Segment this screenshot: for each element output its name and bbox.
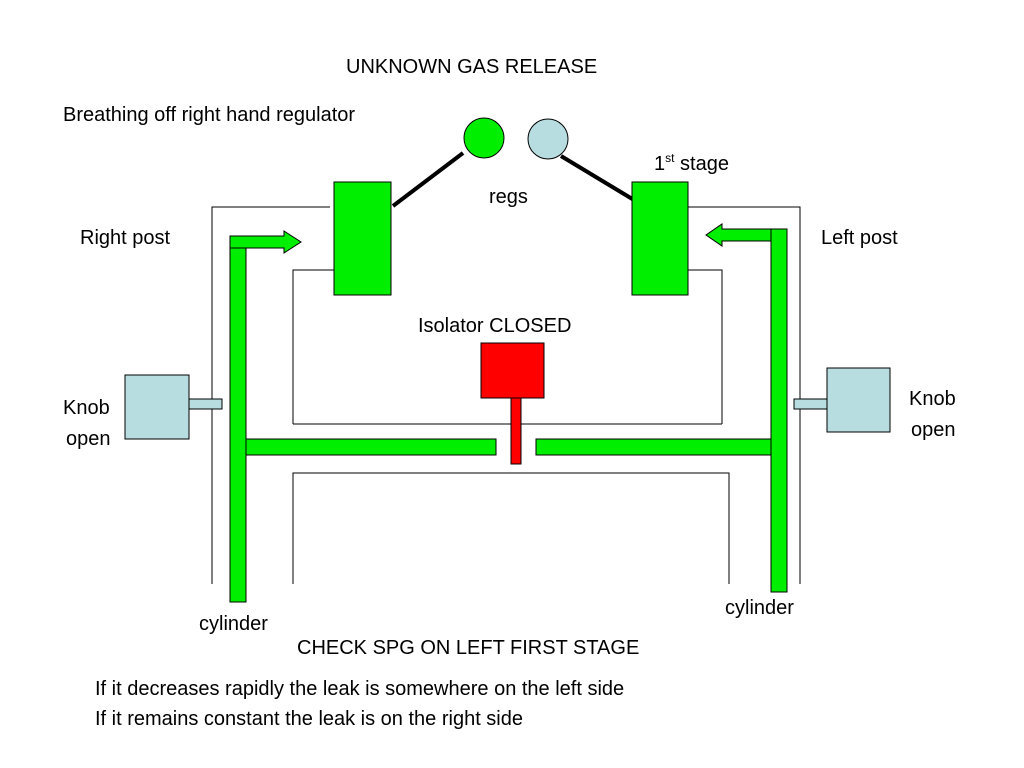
valve-outline bbox=[211, 206, 801, 584]
check-heading: CHECK SPG ON LEFT FIRST STAGE bbox=[297, 637, 640, 659]
regs-label: regs bbox=[489, 186, 528, 208]
first-stage-num: 1 bbox=[654, 153, 666, 175]
right-knob-spindle bbox=[188, 398, 223, 410]
right-post-outline-outer bbox=[211, 206, 330, 584]
right-manifold-bar bbox=[245, 438, 497, 456]
first-stage-word: stage bbox=[680, 153, 729, 175]
note-constant: If it remains constant the leak is on th… bbox=[95, 708, 523, 730]
gas-paths bbox=[229, 223, 788, 603]
left-knob-label-line2: open bbox=[911, 419, 956, 441]
subtitle: Breathing off right hand regulator bbox=[63, 104, 356, 126]
right-knob-label-line1: Knob bbox=[63, 397, 110, 419]
left-knob-label-line1: Knob bbox=[909, 388, 956, 410]
right-first-stage bbox=[333, 181, 392, 296]
first-stage-sup: st bbox=[665, 151, 675, 165]
right-regulator-in-use bbox=[463, 117, 505, 159]
note-decrease: If it decreases rapidly the leak is some… bbox=[95, 678, 625, 700]
left-post-outline-inner bbox=[688, 269, 723, 424]
first-stage-label: 1st stage bbox=[654, 152, 729, 176]
left-post-outline-outer bbox=[688, 206, 801, 584]
left-regulator-hose bbox=[559, 154, 636, 202]
right-gas-arrow bbox=[229, 230, 302, 254]
right-cylinder-riser bbox=[229, 245, 247, 603]
page-title: UNKNOWN GAS RELEASE bbox=[346, 56, 598, 78]
left-regulator-spare bbox=[527, 118, 569, 160]
left-post-label: Left post bbox=[821, 227, 898, 249]
left-knob bbox=[826, 367, 891, 433]
isolator-label: Isolator CLOSED bbox=[418, 315, 572, 337]
right-post-outline-inner bbox=[292, 269, 334, 424]
left-manifold-bar bbox=[535, 438, 772, 456]
left-gas-arrow bbox=[705, 223, 772, 247]
right-knob bbox=[124, 374, 190, 440]
left-knob-spindle bbox=[793, 398, 828, 410]
isolator-handle bbox=[480, 342, 545, 399]
manifold-outline-bottom bbox=[292, 472, 730, 584]
right-post-label: Right post bbox=[80, 227, 171, 249]
left-first-stage bbox=[631, 181, 689, 296]
isolator-stem bbox=[510, 397, 522, 465]
left-cylinder-label: cylinder bbox=[199, 613, 268, 635]
left-cylinder-riser bbox=[770, 228, 788, 593]
right-regulator-hose bbox=[391, 151, 465, 208]
right-cylinder-label: cylinder bbox=[725, 597, 794, 619]
right-knob-label-line2: open bbox=[66, 428, 111, 450]
